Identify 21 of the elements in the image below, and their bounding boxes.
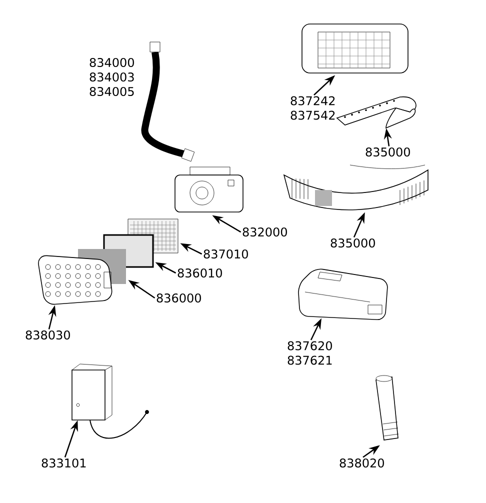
part-number: 833101 <box>42 458 86 468</box>
part-number: 838030 <box>26 330 70 340</box>
part-number: 838020 <box>340 458 384 468</box>
part-number: 837010 <box>204 249 248 259</box>
hose-drawing <box>141 42 195 162</box>
part-number: 835000 <box>366 147 410 157</box>
visor-drawing <box>302 24 408 74</box>
charger-drawing <box>72 364 149 439</box>
belt-drawing <box>284 164 428 210</box>
blower-drawing <box>174 166 244 212</box>
cover-drawing <box>298 268 388 320</box>
part-number: 836010 <box>178 268 222 278</box>
strap-drawing <box>336 96 416 128</box>
part-number: 832000 <box>242 227 287 237</box>
part-number: 837242 837542 <box>290 96 335 120</box>
part-number: 837620 837621 <box>288 341 332 365</box>
cover-drawing <box>38 255 112 305</box>
battery-drawing <box>376 375 399 440</box>
part-number: 835000 <box>330 238 375 248</box>
part-number: 834000 834003 834005 <box>90 58 134 96</box>
part-number: 836000 <box>156 293 201 303</box>
